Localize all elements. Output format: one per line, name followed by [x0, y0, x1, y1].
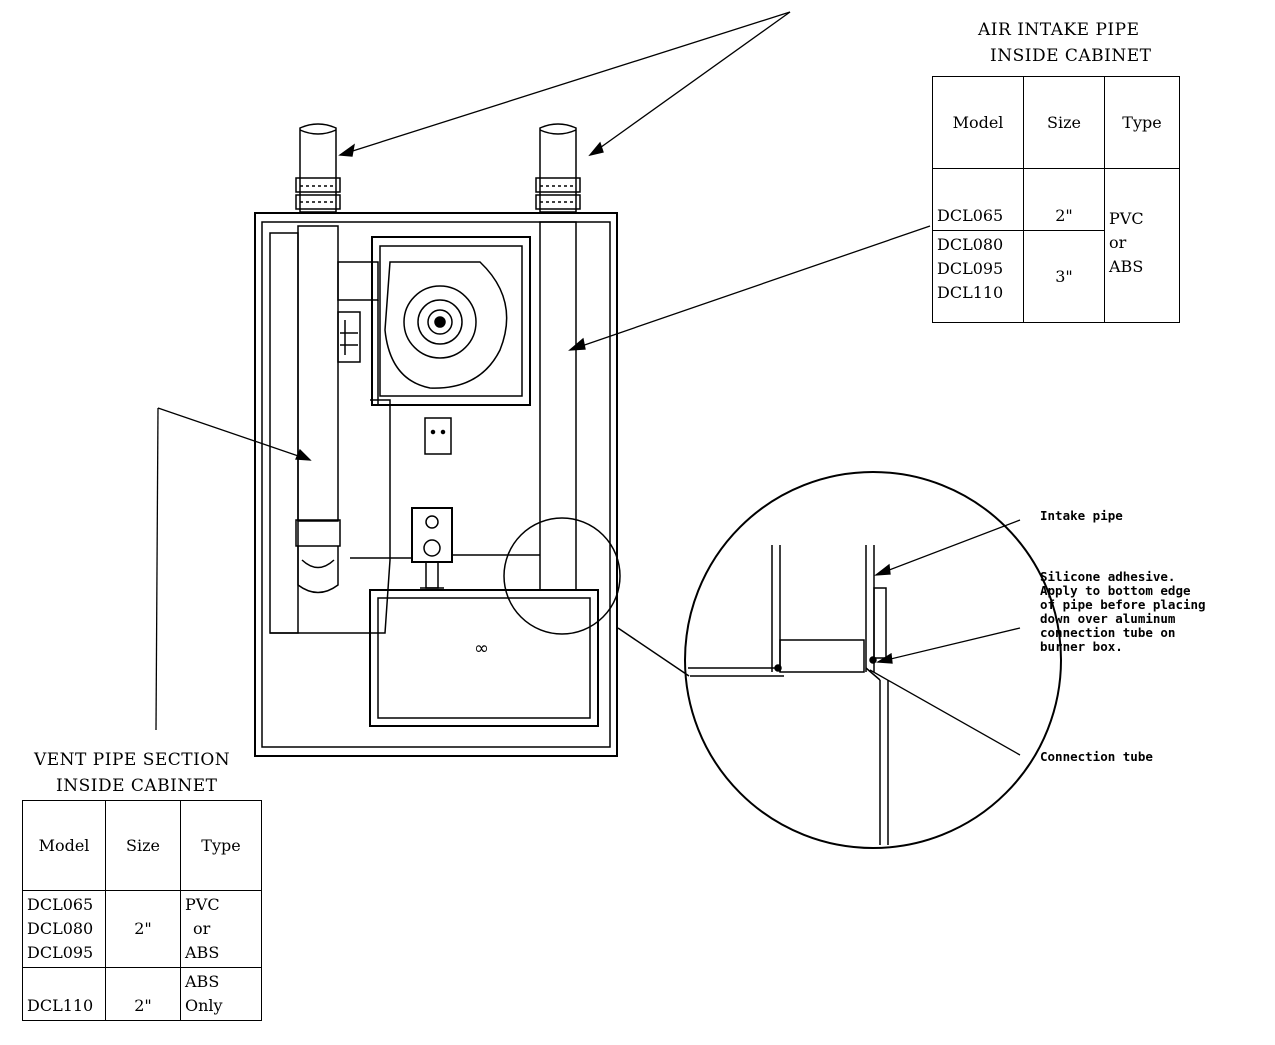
vent-pipe: [269, 123, 391, 634]
burner-box: [369, 589, 599, 727]
air-intake-title-line1: AIR INTAKE PIPE: [978, 20, 1140, 40]
vent-models-row2: DCL110: [22, 967, 106, 1021]
header-model: Model: [932, 76, 1024, 169]
vent-title-line1: VENT PIPE SECTION: [34, 750, 231, 770]
cabinet-mark: ∞: [474, 638, 489, 659]
header-size: Size: [1023, 76, 1105, 169]
gas-valve: [350, 507, 540, 589]
air-intake-type: PVC or ABS: [1104, 168, 1180, 323]
header-size: Size: [105, 800, 181, 891]
type-line: ABS: [185, 943, 220, 962]
type-line: Only: [185, 996, 223, 1015]
silicone-line: burner box.: [1040, 639, 1123, 654]
air-intake-models-row2: DCL080 DCL095 DCL110: [932, 230, 1024, 323]
type-line: ABS: [1109, 257, 1144, 276]
model-cell: DCL095: [27, 943, 94, 962]
type-line: PVC: [1109, 209, 1144, 228]
detail-circle: [503, 471, 1062, 849]
vent-type-row1: PVC or ABS: [180, 890, 262, 968]
connection-tube-callout: Connection tube: [1040, 749, 1153, 764]
pressure-switch: [337, 311, 452, 455]
air-intake-size-row1: 2": [1023, 168, 1105, 231]
intake-pipe: [535, 123, 581, 591]
vent-size-row2: 2": [105, 967, 181, 1021]
silicone-line: connection tube on: [1040, 625, 1176, 640]
silicone-line: Silicone adhesive.: [1040, 569, 1176, 584]
model-cell: DCL095: [937, 259, 1004, 278]
type-line: PVC: [185, 895, 220, 914]
model-cell: DCL080: [937, 235, 1004, 254]
blower-housing: [337, 236, 531, 406]
silicone-line: down over aluminum: [1040, 611, 1176, 626]
silicone-line: Apply to bottom edge: [1040, 583, 1191, 598]
type-line: ABS: [185, 972, 220, 991]
air-intake-models-row1: DCL065: [932, 168, 1024, 231]
air-intake-title-line2: INSIDE CABINET: [990, 46, 1152, 66]
silicone-line: of pipe before placing: [1040, 597, 1206, 612]
vent-title-line2: INSIDE CABINET: [56, 776, 218, 796]
air-intake-size-row2: 3": [1023, 230, 1105, 323]
leader-lines: [155, 11, 1021, 756]
header-model: Model: [22, 800, 106, 891]
air-intake-table: Model Size Type DCL065 2" PVC or ABS DCL…: [932, 76, 1180, 323]
model-cell: DCL080: [27, 919, 94, 938]
model-cell: DCL110: [27, 996, 94, 1015]
model-cell: DCL065: [937, 206, 1004, 225]
vent-table: Model Size Type DCL065 DCL080 DCL095 2" …: [22, 800, 262, 1021]
intake-pipe-callout: Intake pipe: [1040, 508, 1123, 523]
vent-models-row1: DCL065 DCL080 DCL095: [22, 890, 106, 968]
type-line: or: [1109, 233, 1127, 252]
model-cell: DCL065: [27, 895, 94, 914]
vent-size-row1: 2": [105, 890, 181, 968]
type-line: or: [193, 919, 211, 938]
header-type: Type: [1104, 76, 1180, 169]
vent-type-row2: ABS Only: [180, 967, 262, 1021]
model-cell: DCL110: [937, 283, 1004, 302]
cabinet: [254, 212, 618, 757]
silicone-callout: Silicone adhesive. Apply to bottom edge …: [1040, 570, 1206, 654]
header-type: Type: [180, 800, 262, 891]
